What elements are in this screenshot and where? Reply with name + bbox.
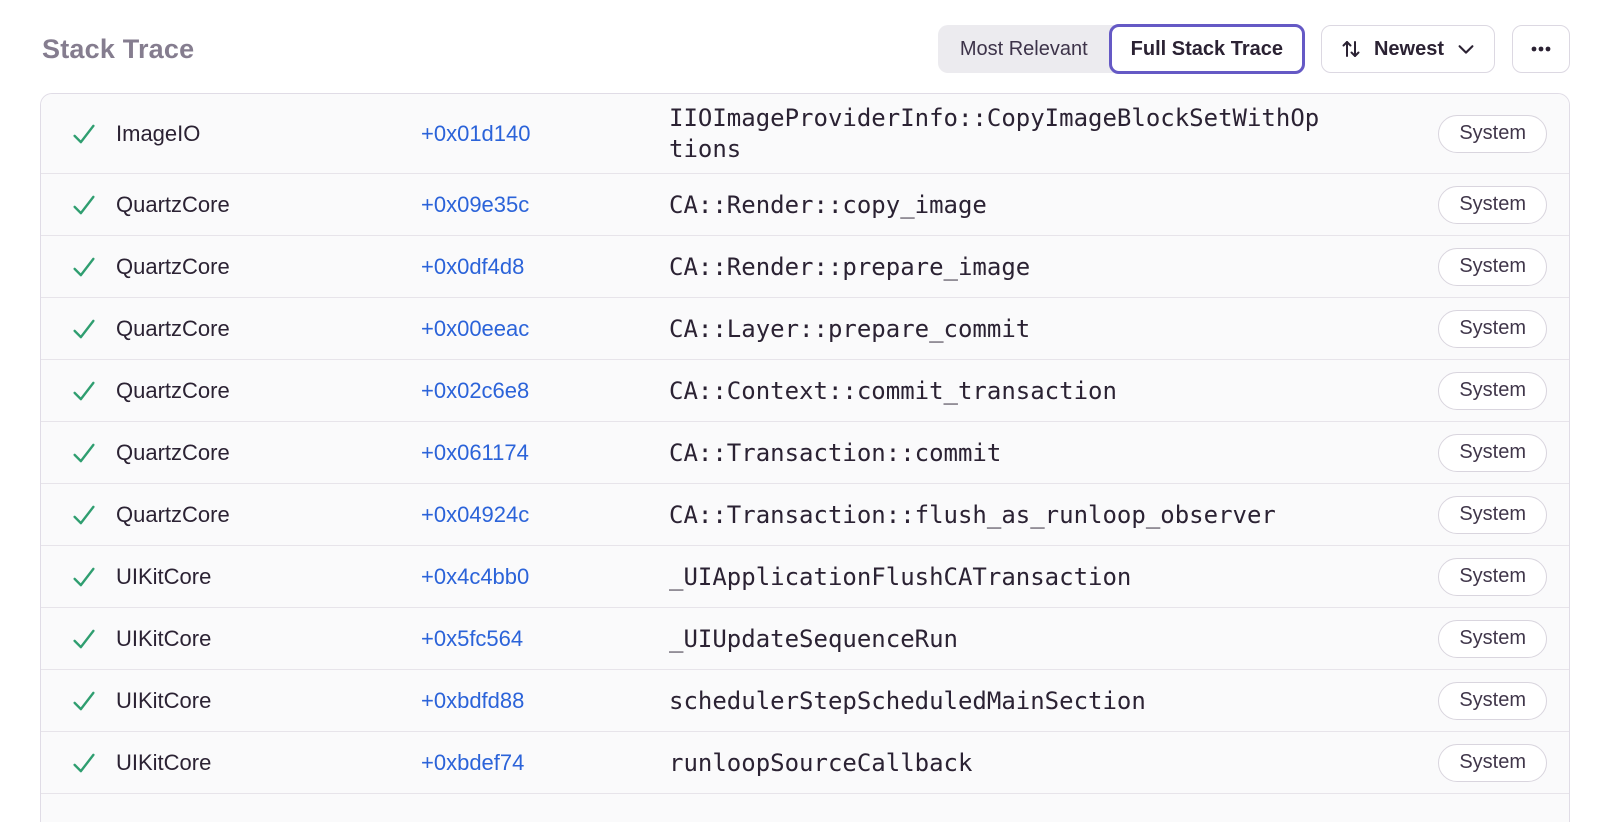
frame-module: UIKitCore [116,563,212,589]
frame-address-link[interactable]: +0xbdfd88 [421,687,525,713]
frame-function: _UIUpdateSequenceRun [669,624,958,653]
stack-frame-row[interactable]: UIKitCore +0x5fc564 _UIUpdateSequenceRun… [41,608,1569,671]
frame-module: QuartzCore [116,191,230,217]
system-badge: System [1438,495,1547,534]
frame-badge-container: System [1438,185,1547,224]
frame-function: CA::Transaction::commit [669,438,1002,467]
frame-function: CA::Layer::prepare_commit [669,314,1031,343]
view-toggle-most-relevant[interactable]: Most Relevant [959,37,1088,60]
stack-frame-row[interactable]: QuartzCore +0x02c6e8 CA::Context::commit… [41,360,1569,423]
frame-address-link[interactable]: +0x5fc564 [421,625,524,651]
frame-module: UIKitCore [116,625,212,651]
stack-frame-row[interactable]: UIKitCore +0x4c4bb0 _UIApplicationFlushC… [41,546,1569,609]
check-icon [69,314,116,344]
frame-function: schedulerStepScheduledMainSection [669,686,1146,715]
check-icon [69,624,116,654]
frame-function: runloopSourceCallback [669,748,973,777]
frame-badge-container: System [1438,433,1547,472]
stack-frame-row[interactable]: ImageIO +0x01d140 IIOImageProviderInfo::… [41,94,1569,175]
partial-next-row [41,794,1569,822]
frame-badge-container: System [1438,557,1547,596]
frame-badge-container: System [1438,681,1547,720]
check-icon [69,748,116,778]
check-icon [69,376,116,406]
frame-address-link[interactable]: +0x0df4d8 [421,253,525,279]
frame-badge-container: System [1438,619,1547,658]
frame-module: UIKitCore [116,687,212,713]
frame-badge-container: System [1438,371,1547,410]
sort-button[interactable]: Newest [1320,25,1495,73]
frame-module: QuartzCore [116,501,230,527]
frame-module: ImageIO [116,120,201,146]
stack-trace-table: ImageIO +0x01d140 IIOImageProviderInfo::… [40,93,1570,822]
frame-function: CA::Context::commit_transaction [669,376,1117,405]
system-badge: System [1438,247,1547,286]
view-toggle-full-stack-trace[interactable]: Full Stack Trace [1108,24,1305,74]
view-toggle: Most Relevant Full Stack Trace [937,24,1305,74]
frame-address-link[interactable]: +0x061174 [421,439,529,465]
stack-frame-row[interactable]: QuartzCore +0x061174 CA::Transaction::co… [41,422,1569,485]
frame-function: CA::Transaction::flush_as_runloop_observ… [669,500,1276,529]
frame-badge-container: System [1438,743,1547,782]
frame-module: QuartzCore [116,253,230,279]
frame-address-link[interactable]: +0x4c4bb0 [421,563,530,589]
frame-address-link[interactable]: +0x02c6e8 [421,377,530,403]
frame-module: QuartzCore [116,439,230,465]
sort-button-label: Newest [1373,37,1444,60]
system-badge: System [1438,557,1547,596]
frame-badge-container: System [1438,247,1547,286]
frame-function: _UIApplicationFlushCATransaction [669,562,1132,591]
system-badge: System [1438,185,1547,224]
frame-function: CA::Render::copy_image [669,190,987,219]
system-badge: System [1438,619,1547,658]
check-icon [69,252,116,282]
check-icon [69,190,116,220]
stack-frame-row[interactable]: UIKitCore +0xbdef74 runloopSourceCallbac… [41,732,1569,795]
frame-module: QuartzCore [116,377,230,403]
frame-address-link[interactable]: +0x04924c [421,501,530,527]
system-badge: System [1438,433,1547,472]
stack-trace-header: Stack Trace Most Relevant Full Stack Tra… [0,0,1614,74]
chevron-down-icon [1455,38,1477,60]
frame-module: QuartzCore [116,315,230,341]
system-badge: System [1438,309,1547,348]
check-icon [69,562,116,592]
frame-address-link[interactable]: +0x09e35c [421,191,530,217]
system-badge: System [1438,371,1547,410]
system-badge: System [1438,114,1547,153]
more-options-button[interactable] [1512,25,1570,73]
stack-frame-row[interactable]: QuartzCore +0x09e35c CA::Render::copy_im… [41,174,1569,237]
stack-frame-row[interactable]: QuartzCore +0x04924c CA::Transaction::fl… [41,484,1569,547]
frame-badge-container: System [1438,495,1547,534]
frame-function: CA::Render::prepare_image [669,252,1031,281]
stack-frame-row[interactable]: QuartzCore +0x0df4d8 CA::Render::prepare… [41,236,1569,299]
ellipsis-icon [1527,35,1555,63]
frame-address-link[interactable]: +0xbdef74 [421,749,525,775]
check-icon [69,686,116,716]
header-controls: Most Relevant Full Stack Trace Newest [937,24,1570,74]
frame-address-link[interactable]: +0x01d140 [421,120,531,146]
frame-address-link[interactable]: +0x00eeac [421,315,530,341]
stack-frame-row[interactable]: UIKitCore +0xbdfd88 schedulerStepSchedul… [41,670,1569,733]
system-badge: System [1438,681,1547,720]
frame-module: UIKitCore [116,749,212,775]
sort-arrows-icon [1339,37,1363,61]
frame-badge-container: System [1438,309,1547,348]
check-icon [69,438,116,468]
page-title: Stack Trace [42,33,195,64]
check-icon [69,119,116,149]
stack-frame-row[interactable]: QuartzCore +0x00eeac CA::Layer::prepare_… [41,298,1569,361]
frame-function: IIOImageProviderInfo::CopyImageBlockSetW… [669,104,1320,163]
frame-badge-container: System [1438,114,1547,153]
system-badge: System [1438,743,1547,782]
check-icon [69,500,116,530]
